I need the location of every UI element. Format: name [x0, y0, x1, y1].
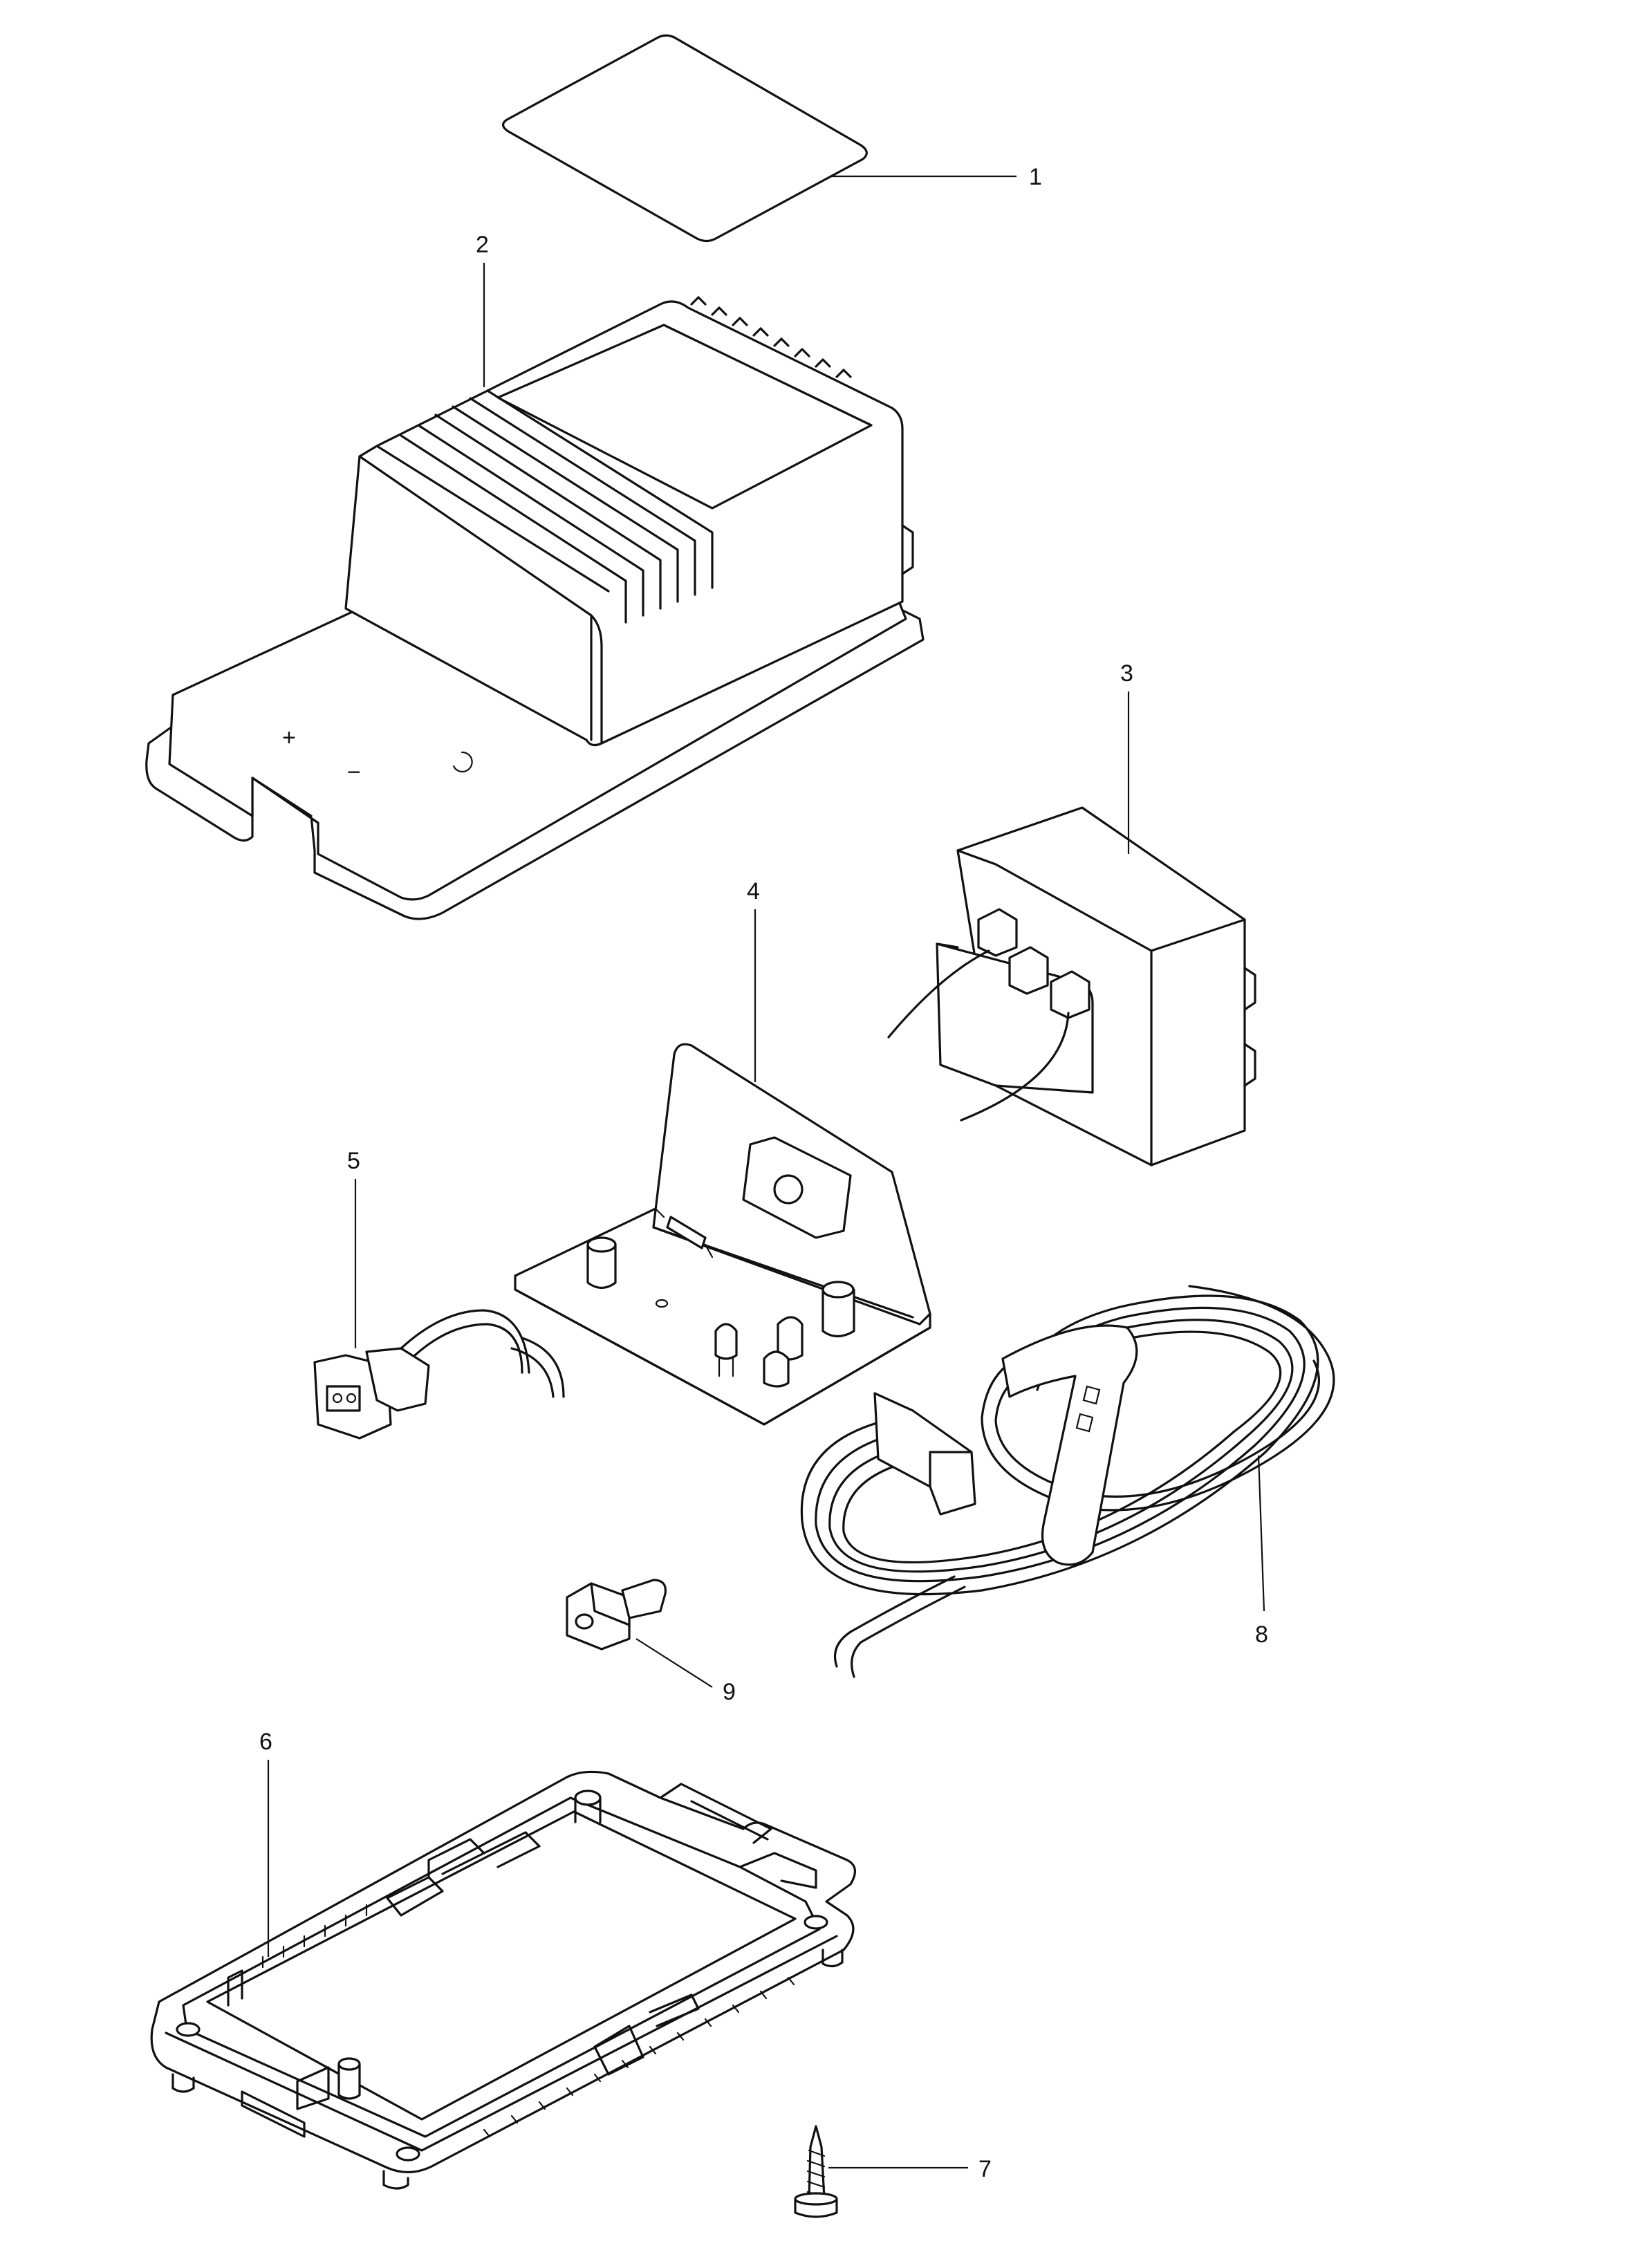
callout-8-number: 8 — [1255, 1621, 1268, 1648]
part-label-sticker[interactable] — [501, 34, 868, 243]
part-housing-base[interactable] — [150, 1770, 856, 2190]
callout-9: 9 — [635, 1638, 736, 1705]
callout-1-number: 1 — [1029, 164, 1042, 190]
part-terminal-connector[interactable] — [313, 1309, 565, 1440]
part-housing-cover[interactable]: + − — [145, 296, 925, 920]
callout-6-number: 6 — [259, 1729, 272, 1755]
callout-4: 4 — [747, 878, 760, 1082]
part-tapping-screw[interactable] — [794, 2125, 838, 2218]
part-transformer[interactable] — [887, 806, 1256, 1166]
callout-2: 2 — [476, 232, 489, 387]
plus-mark: + — [282, 725, 296, 751]
callout-6: 6 — [259, 1729, 272, 1957]
part-circuit-board[interactable] — [514, 1043, 931, 1426]
callout-8: 8 — [1255, 1455, 1268, 1648]
callout-7: 5 7 7 — [828, 2156, 992, 2182]
minus-mark: − — [347, 759, 361, 786]
callout-2-number: 2 — [476, 232, 489, 258]
part-led-holder[interactable] — [566, 1579, 667, 1651]
part-power-cord[interactable] — [800, 1285, 1335, 1678]
callout-5-number: 5 — [347, 1148, 360, 1174]
callout-3-number: 3 — [1120, 660, 1133, 687]
callout-4-number: 4 — [747, 878, 760, 904]
callout-7-number-text: 7 — [978, 2156, 992, 2182]
callout-5: 5 — [347, 1148, 360, 1348]
callout-9-number: 9 — [723, 1679, 736, 1705]
callout-3: 3 — [1120, 660, 1133, 854]
led-window-mark — [452, 751, 473, 773]
callout-1: 1 — [830, 164, 1042, 190]
